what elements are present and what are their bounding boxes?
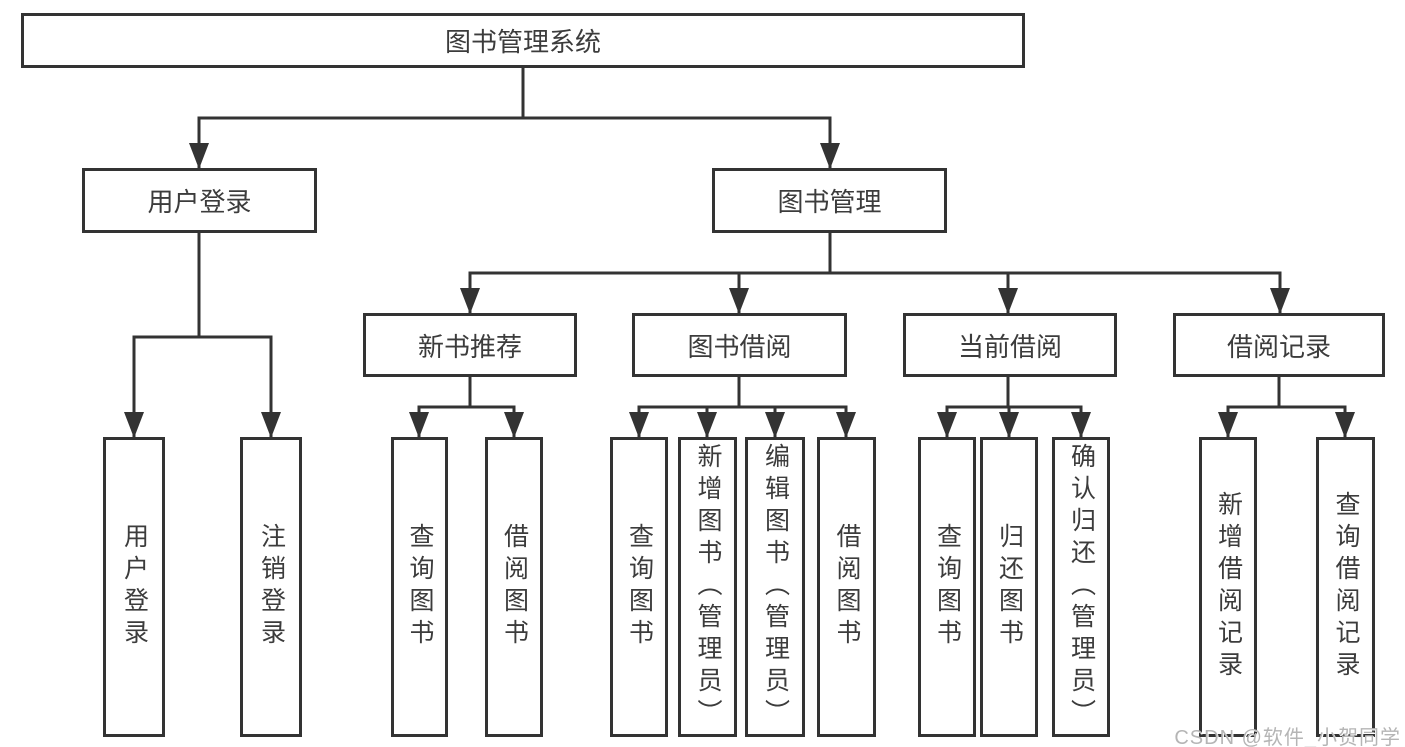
leaf-label: 确认归还（管理员） (1067, 443, 1096, 731)
leaf-label: 借阅图书 (500, 523, 529, 651)
leaf-user-login: 用户登录 (103, 437, 165, 737)
node-current-borrow: 当前借阅 (903, 313, 1117, 377)
node-label: 图书管理 (777, 187, 882, 217)
csdn-watermark: CSDN @软件_小贺同学 (1174, 727, 1401, 747)
leaf-label: 查询借阅记录 (1332, 491, 1360, 683)
node-label: 图书管理系统 (444, 27, 601, 57)
node-book-borrow: 图书借阅 (632, 313, 847, 377)
leaf-query-books-recommend: 查询图书 (391, 437, 448, 737)
leaf-confirm-return-admin: 确认归还（管理员） (1052, 437, 1110, 737)
leaf-borrow-books-borrow: 借阅图书 (817, 437, 876, 737)
leaf-label: 查询图书 (406, 523, 434, 651)
leaf-query-books-borrow: 查询图书 (610, 437, 668, 737)
leaf-query-books-current: 查询图书 (918, 437, 976, 737)
leaf-logout: 注销登录 (240, 437, 302, 737)
node-root-system: 图书管理系统 (21, 13, 1025, 68)
leaf-edit-book-admin: 编辑图书（管理员） (745, 437, 805, 737)
node-label: 借阅记录 (1226, 331, 1331, 362)
connector-new-book-stem (417, 377, 516, 409)
leaf-add-book-admin: 新增图书（管理员） (678, 437, 737, 737)
node-user-login: 用户登录 (82, 168, 317, 233)
leaf-label: 编辑图书（管理员） (761, 443, 790, 731)
leaf-label: 新增图书（管理员） (694, 443, 722, 731)
leaf-return-book: 归还图书 (980, 437, 1038, 737)
connector-user-login-stem (132, 233, 273, 339)
connector-book-management-stem (468, 233, 1282, 275)
leaf-add-borrow-record: 新增借阅记录 (1199, 437, 1257, 737)
connector-current-borrow-stem (945, 377, 1083, 409)
leaf-label: 查询图书 (625, 523, 654, 651)
leaf-query-borrow-record: 查询借阅记录 (1316, 437, 1375, 737)
node-label: 当前借阅 (957, 331, 1062, 362)
leaf-borrow-books-recommend: 借阅图书 (485, 437, 543, 737)
node-label: 新书推荐 (417, 331, 522, 362)
leaf-label: 查询图书 (933, 523, 962, 651)
connector-book-borrow-stem (637, 377, 848, 409)
connector-root-stem (197, 68, 832, 120)
leaf-label: 注销登录 (257, 523, 286, 651)
leaf-label: 借阅图书 (833, 523, 861, 651)
leaf-label: 新增借阅记录 (1214, 491, 1243, 683)
node-new-book-recommend: 新书推荐 (363, 313, 577, 377)
node-book-management: 图书管理 (712, 168, 947, 233)
node-label: 用户登录 (147, 187, 252, 217)
node-borrow-records: 借阅记录 (1173, 313, 1385, 377)
connector-borrow-records-stem (1226, 377, 1347, 409)
leaf-label: 归还图书 (995, 523, 1024, 651)
leaf-label: 用户登录 (120, 523, 149, 651)
node-label: 图书借阅 (687, 331, 792, 362)
